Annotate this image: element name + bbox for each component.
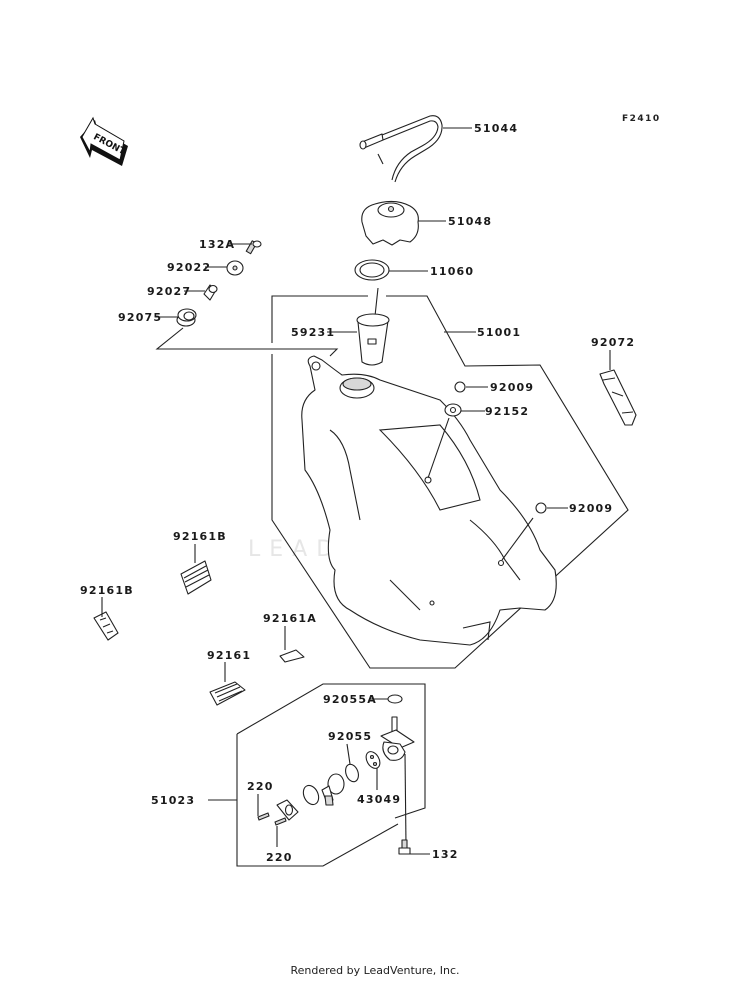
- pad-92161B-left-part: [93, 611, 119, 641]
- pad-92161B-upper-part: [180, 560, 212, 595]
- damper-92152-part: [444, 403, 462, 417]
- fuel-cock-assembly-bracket: [236, 683, 426, 867]
- callout-51048[interactable]: 51048: [448, 215, 492, 228]
- callout-92055A[interactable]: 92055A: [323, 693, 377, 706]
- footer-credit: Rendered by LeadVenture, Inc.: [290, 964, 460, 977]
- callout-92027[interactable]: 92027: [147, 285, 191, 298]
- callout-132A[interactable]: 132A: [199, 238, 235, 251]
- callout-92022[interactable]: 92022: [167, 261, 211, 274]
- callout-59231[interactable]: 59231: [291, 326, 335, 339]
- plate-oring-part: [302, 784, 320, 806]
- fuel-cap-part: [361, 200, 419, 246]
- callout-220-upper[interactable]: 220: [247, 780, 274, 793]
- bolt-132-part: [398, 839, 411, 855]
- fuel-cock-part: [380, 716, 415, 761]
- front-direction-arrow-icon: FRONT: [80, 116, 128, 166]
- callout-51044[interactable]: 51044: [474, 122, 518, 135]
- callout-132[interactable]: 132: [432, 848, 459, 861]
- callout-11060[interactable]: 11060: [430, 265, 474, 278]
- bolt-132A-part: [245, 240, 262, 255]
- gasket-43049-part: [365, 751, 381, 769]
- fuel-tank: [301, 355, 557, 646]
- callout-92161A[interactable]: 92161A: [263, 612, 317, 625]
- screw-220-b-part: [274, 817, 287, 826]
- fuel-cock-lever-part: [321, 773, 345, 806]
- figure-code: F2410: [622, 114, 661, 124]
- cap-gasket-part: [354, 259, 390, 281]
- callout-92009-upper[interactable]: 92009: [490, 381, 534, 394]
- damper-92075-part: [176, 308, 197, 327]
- callout-220-lower[interactable]: 220: [266, 851, 293, 864]
- callout-92075[interactable]: 92075: [118, 311, 162, 324]
- fuel-cock-plate-part: [276, 799, 299, 821]
- callout-92152[interactable]: 92152: [485, 405, 529, 418]
- callout-92161B-upper[interactable]: 92161B: [173, 530, 227, 543]
- callout-92009-lower[interactable]: 92009: [569, 502, 613, 515]
- screw-220-a-part: [257, 812, 270, 821]
- collar-92027-part: [203, 284, 218, 301]
- grommet-92009-b-part: [535, 502, 547, 514]
- tank-assembly-bracket: [271, 295, 629, 669]
- strap-92072-part: [599, 369, 637, 426]
- filler-filter-part: [356, 313, 390, 366]
- callout-51001[interactable]: 51001: [477, 326, 521, 339]
- callout-43049[interactable]: 43049: [357, 793, 401, 806]
- callout-92072[interactable]: 92072: [591, 336, 635, 349]
- oring-92055A-part: [387, 694, 403, 704]
- pad-92161A-part: [279, 649, 305, 663]
- washer-92022-part: [226, 260, 244, 276]
- oring-92055-part: [345, 763, 359, 783]
- callout-92161B-left[interactable]: 92161B: [80, 584, 134, 597]
- grommet-92009-a-part: [454, 381, 466, 393]
- breather-hose-part: [359, 115, 443, 183]
- callout-92055[interactable]: 92055: [328, 730, 372, 743]
- callout-51023[interactable]: 51023: [151, 794, 195, 807]
- pad-92161-part: [209, 681, 246, 706]
- callout-92161[interactable]: 92161: [207, 649, 251, 662]
